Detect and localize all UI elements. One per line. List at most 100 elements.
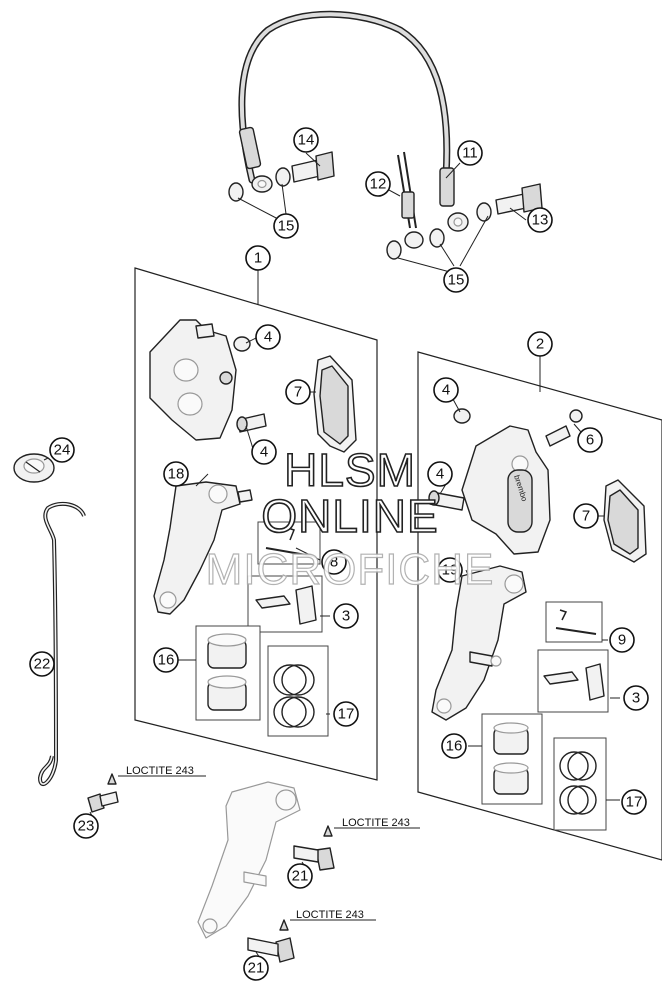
sealing-washers-15 bbox=[228, 167, 492, 260]
callout: 16 bbox=[153, 647, 179, 673]
callout-label: 14 bbox=[298, 132, 315, 149]
wire-clip-22 bbox=[37, 501, 86, 786]
brake-hose bbox=[238, 10, 469, 232]
loctite-drop-21b bbox=[279, 919, 289, 931]
callout: 23 bbox=[73, 813, 99, 839]
watermark-line-2: ONLINE bbox=[261, 490, 438, 542]
callout: 16 bbox=[441, 733, 467, 759]
callout: 17 bbox=[621, 789, 647, 815]
callout: 4 bbox=[251, 439, 277, 465]
callout-label: 19 bbox=[442, 562, 459, 579]
callout-label: 2 bbox=[536, 336, 544, 353]
left-caliper-panel bbox=[134, 267, 378, 781]
callout-label: 4 bbox=[442, 382, 450, 399]
callout-label: 7 bbox=[582, 508, 590, 525]
callout: 24 bbox=[49, 437, 75, 463]
callout-label: 1 bbox=[254, 250, 262, 267]
callout-label: 15 bbox=[448, 272, 465, 289]
screw-21a bbox=[293, 845, 335, 871]
callout: 2 bbox=[527, 331, 553, 357]
callout-label: 22 bbox=[34, 656, 51, 673]
callout: 12 bbox=[365, 171, 391, 197]
screw-23 bbox=[87, 791, 119, 813]
caliper-support-18 bbox=[153, 481, 253, 615]
callout: 1 bbox=[245, 245, 271, 271]
right-caliper-panel bbox=[417, 351, 662, 861]
right-caliper: brembo bbox=[461, 425, 551, 555]
grommet-24 bbox=[13, 453, 55, 483]
bleeder-cap-4a bbox=[233, 336, 251, 352]
piston-kit-16a bbox=[195, 625, 261, 721]
loctite-drop-23 bbox=[107, 773, 117, 785]
callout-label: 9 bbox=[618, 632, 626, 649]
callout-label: 16 bbox=[446, 738, 463, 755]
callout: 3 bbox=[623, 685, 649, 711]
watermark: HLSM ONLINE MICROFICHE bbox=[205, 443, 495, 594]
callout-label: 4 bbox=[260, 444, 268, 461]
callout: 3 bbox=[333, 603, 359, 629]
guide-pin-4d bbox=[428, 490, 465, 511]
callout: 19 bbox=[437, 557, 463, 583]
callout-label: 7 bbox=[294, 384, 302, 401]
callout-label: 3 bbox=[342, 608, 350, 625]
callout: 6 bbox=[577, 427, 603, 453]
loctite-label-21b: LOCTITE 243 bbox=[296, 909, 364, 921]
callout: 7 bbox=[573, 503, 599, 529]
callout-label: 4 bbox=[436, 466, 444, 483]
callout: 22 bbox=[29, 651, 55, 677]
callout: 11 bbox=[457, 140, 483, 166]
callout-label: 21 bbox=[292, 868, 309, 885]
callout: 18 bbox=[163, 461, 189, 487]
brake-line-12 bbox=[397, 151, 424, 249]
callout-label: 21 bbox=[248, 960, 265, 977]
caliper-support-19 bbox=[431, 565, 527, 721]
callout: 15 bbox=[443, 267, 469, 293]
pin-kit-8 bbox=[257, 521, 321, 565]
callout: 14 bbox=[293, 127, 319, 153]
loctite-label-23: LOCTITE 243 bbox=[126, 765, 194, 777]
callout: 4 bbox=[433, 377, 459, 403]
piston-kit-16b bbox=[481, 713, 543, 805]
bleeder-cap-4c bbox=[453, 408, 471, 424]
callout: 21 bbox=[287, 863, 313, 889]
callout-label: 17 bbox=[338, 706, 355, 723]
seal-kit-17a bbox=[267, 645, 329, 737]
bleeder-screw-6 bbox=[545, 409, 583, 447]
callout-label: 16 bbox=[158, 652, 175, 669]
callout-label: 13 bbox=[532, 212, 549, 229]
pin-kit-9 bbox=[545, 601, 603, 643]
callout: 7 bbox=[285, 379, 311, 405]
banjo-bolt-14 bbox=[291, 151, 335, 183]
callout: 4 bbox=[255, 324, 281, 350]
callout: 17 bbox=[333, 701, 359, 727]
pad-spring-kit-3b bbox=[537, 649, 609, 713]
screw-21b bbox=[247, 937, 295, 963]
guide-pin-4b bbox=[236, 413, 267, 433]
watermark-line-3: MICROFICHE bbox=[206, 545, 495, 594]
callout-label: 24 bbox=[54, 442, 71, 459]
seal-kit-17b bbox=[553, 737, 607, 831]
banjo-bolt-13 bbox=[495, 183, 543, 215]
callout: 13 bbox=[527, 207, 553, 233]
callout: 21 bbox=[243, 955, 269, 981]
left-caliper bbox=[149, 319, 237, 441]
callout-label: 18 bbox=[168, 466, 185, 483]
loctite-label-21a: LOCTITE 243 bbox=[342, 817, 410, 829]
callout-label: 15 bbox=[278, 218, 295, 235]
callout: 4 bbox=[427, 461, 453, 487]
loctite-drop-21a bbox=[323, 825, 333, 837]
pad-spring-kit-3a bbox=[247, 575, 323, 633]
callout-label: 12 bbox=[370, 176, 387, 193]
callout-label: 4 bbox=[264, 329, 272, 346]
callout: 9 bbox=[609, 627, 635, 653]
brake-pad-7a bbox=[313, 355, 357, 453]
callout: 8 bbox=[321, 549, 347, 575]
watermark-line-1: HLSM bbox=[284, 444, 416, 496]
callout-label: 11 bbox=[462, 145, 478, 162]
callout: 15 bbox=[273, 213, 299, 239]
callout-label: 8 bbox=[330, 554, 338, 571]
callout-label: 3 bbox=[632, 690, 640, 707]
callout-label: 23 bbox=[78, 818, 95, 835]
